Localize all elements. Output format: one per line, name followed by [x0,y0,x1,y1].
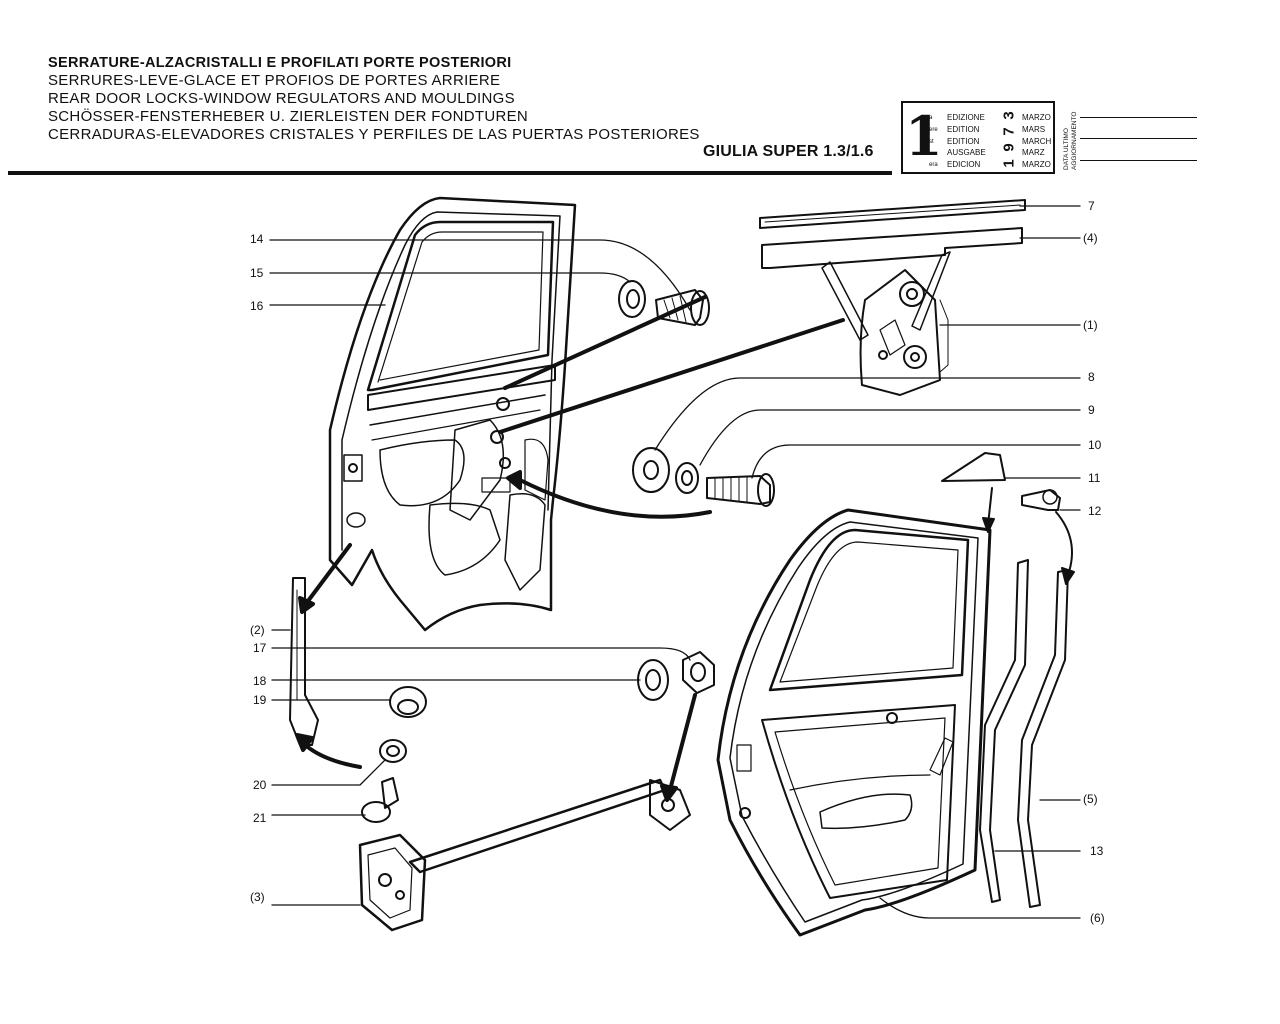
edition-month: MARZ [1022,148,1045,157]
callout-10: 10 [1088,438,1102,452]
rear-door-outer-view [716,508,992,937]
edition-month: MARZO [1022,160,1051,169]
callout-3: (3) [250,890,265,904]
callout-16: 16 [250,299,264,313]
edition-box: 1 a ere st . era EDIZIONE EDITION EDITIO… [901,101,1055,174]
edition-month: MARZO [1022,113,1051,122]
assembly-arrows [295,295,1075,802]
callout-20: 20 [253,778,267,792]
edition-word: EDICION [947,160,981,169]
edition-month: MARS [1022,125,1046,134]
callout-19: 19 [253,693,267,707]
callout-7: 7 [1088,199,1095,213]
title-block: SERRATURE-ALZACRISTALLI E PROFILATI PORT… [48,54,708,144]
callout-17: 17 [253,641,267,655]
window-regulator [759,199,1026,396]
update-line [1080,160,1197,161]
edition-ordinal: era [929,162,938,168]
edition-word: AUSGABE [947,148,986,157]
title-english: REAR DOOR LOCKS-WINDOW REGULATORS AND MO… [48,90,515,107]
fasteners [361,280,1061,823]
callout-13: 13 [1090,844,1104,858]
callout-18: 18 [253,674,267,688]
callout-1: (1) [1083,318,1098,332]
callout-12: 12 [1088,504,1102,518]
update-line [1080,117,1197,118]
callout-4: (4) [1083,231,1098,245]
update-line [1080,138,1197,139]
edition-ordinal: st [929,139,934,145]
callout-5: (5) [1083,792,1098,806]
callout-8: 8 [1088,370,1095,384]
edition-word: EDITION [947,125,980,134]
callout-2: (2) [250,623,265,637]
callout-14: 14 [250,232,264,246]
header-rule [8,171,892,175]
callout-11: 11 [1088,471,1101,485]
title-italian: SERRATURE-ALZACRISTALLI E PROFILATI PORT… [48,55,512,71]
edition-ordinal: . [929,150,931,156]
edition-number: 1 [905,104,943,168]
leader-lines [269,205,1081,919]
title-spanish: CERRADURAS-ELEVADORES CRISTALES Y PERFIL… [48,126,700,143]
callout-6: (6) [1090,911,1105,925]
model-name: GIULIA SUPER 1.3/1.6 [703,143,874,160]
edition-ordinal: a [929,115,933,121]
callout-9: 9 [1088,403,1095,417]
edition-word: EDITION [947,137,980,146]
edition-ordinal: ere [929,127,938,133]
edition-month: MARCH [1022,137,1052,146]
title-french: SERRURES-LEVE-GLACE ET PROFIOS DE PORTES… [48,72,501,89]
rear-door-inner-view [328,196,577,632]
title-german: SCHÖSSER-FENSTERHEBER U. ZIERLEISTEN DER… [48,108,529,125]
callout-15: 15 [250,266,264,280]
edition-word: EDIZIONE [947,113,985,122]
callout-21: 21 [253,811,267,825]
